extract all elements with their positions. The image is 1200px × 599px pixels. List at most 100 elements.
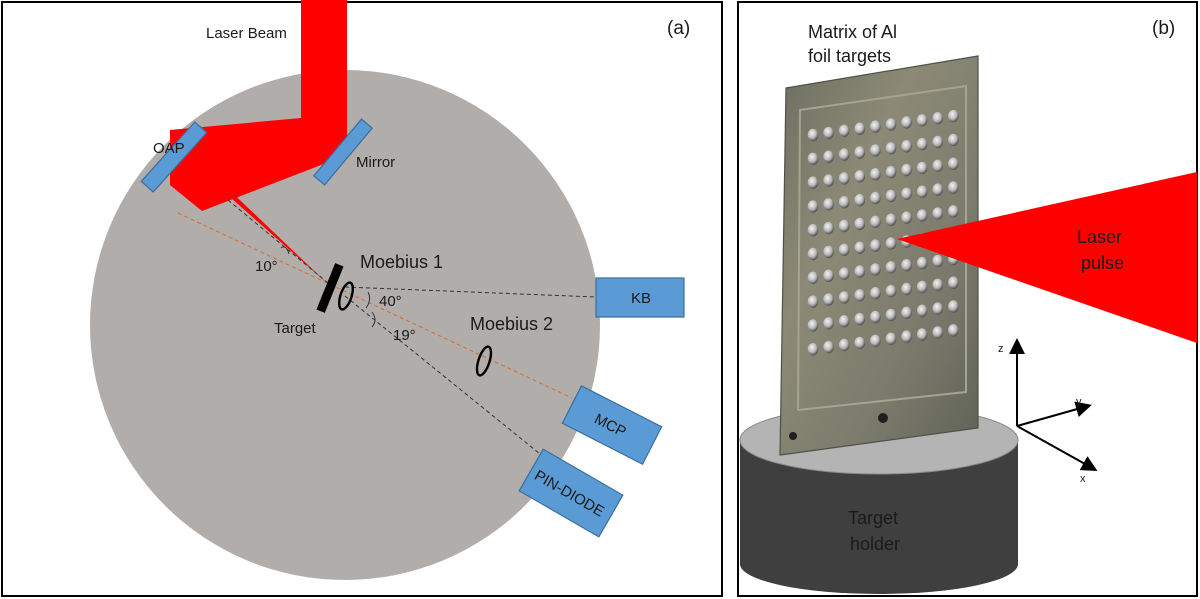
laser-pulse-line1: Laser (1077, 227, 1122, 247)
foil-target-hole (823, 340, 834, 354)
foil-target-hole (901, 116, 912, 129)
foil-target-hole (932, 159, 944, 172)
laser-beam-in (170, 0, 347, 211)
foil-target-hole (854, 217, 866, 231)
foil-target-hole (838, 243, 850, 256)
foil-target-hole (885, 142, 897, 155)
plate-mount-hole-2 (789, 432, 797, 440)
foil-target-hole (823, 317, 834, 330)
foil-target-hole (870, 120, 881, 133)
foil-target-hole (885, 237, 897, 250)
laser-focus-cone (176, 140, 328, 284)
moebius-1-ring (338, 281, 354, 311)
panel-b: (b) Matrix of Al foil targets Target hol… (737, 1, 1198, 597)
foil-target-hole (854, 289, 866, 302)
foil-target-hole (807, 128, 819, 142)
mirror-label: Mirror (356, 154, 395, 171)
foil-target-hole (948, 157, 959, 170)
foil-target-hole (885, 213, 897, 226)
foil-target-hole (807, 343, 819, 356)
oap-label: OAP (153, 140, 185, 157)
foil-target-hole (838, 267, 850, 280)
foil-target-hole (838, 196, 850, 209)
foil-target-hole (885, 165, 897, 179)
foil-target-hole (838, 291, 850, 304)
plate-inner-frame (796, 84, 967, 412)
foil-target-hole (932, 207, 944, 220)
foil-target-hole (838, 219, 850, 233)
foil-target-hole (870, 239, 881, 252)
matrix-label-line1: Matrix of Al (808, 22, 897, 42)
kb-label: KB (631, 290, 651, 307)
angle-arc-40 (365, 291, 371, 309)
axis-z-label: z (998, 343, 1004, 355)
foil-target-hole (916, 328, 928, 341)
foil-target-hole (885, 308, 897, 322)
foil-target-hole (885, 332, 897, 345)
foil-target-hole (854, 336, 866, 350)
foil-target-hole (854, 241, 866, 254)
laser-beam-label: Laser Beam (206, 25, 287, 42)
foil-target-hole (885, 118, 897, 131)
foil-target-hole (838, 172, 850, 185)
foil-target-hole (901, 330, 912, 343)
foil-target-hole (948, 181, 959, 194)
foil-target-hole (823, 126, 834, 140)
laser-pulse-line2: pulse (1081, 253, 1124, 273)
dashed-orange-axis (177, 212, 573, 399)
flat-mirror (313, 118, 373, 186)
foil-target-hole (948, 300, 959, 313)
foil-target-hole (823, 174, 834, 187)
foil-target-hole (948, 276, 959, 289)
foil-target-hole (870, 310, 881, 324)
foil-target-hole (870, 144, 881, 157)
dashed-pin-line (344, 295, 546, 459)
foil-target-hole (901, 259, 912, 272)
mcp-detector: MCP (561, 385, 663, 465)
foil-target-hole (870, 191, 881, 205)
holder-label-line1: Target (848, 508, 898, 528)
foil-target-hole (838, 124, 850, 137)
foil-target-hole (916, 185, 928, 198)
foil-target-hole (870, 287, 881, 300)
angle-arc-10 (280, 246, 290, 255)
foil-target-hole (932, 278, 944, 291)
foil-target-hole (823, 198, 834, 211)
axis-x-label: x (1080, 473, 1086, 485)
foil-target-hole (870, 168, 881, 181)
foil-target-hole (807, 319, 819, 332)
foil-target-hole (870, 263, 881, 276)
moebius-2-label: Moebius 2 (470, 314, 553, 334)
foil-target-hole (823, 221, 834, 235)
laser-pulse-cone (897, 172, 1197, 343)
foil-target-hole (901, 140, 912, 153)
dashed-normal-line (227, 199, 329, 284)
matrix-label-line2: foil targets (808, 46, 891, 66)
foil-target-hole (854, 312, 866, 326)
foil-target-hole (916, 256, 928, 270)
foil-target-hole (807, 247, 819, 261)
foil-target-hole (838, 315, 850, 328)
angle-10-label: 10° (255, 258, 278, 275)
moebius-1-label: Moebius 1 (360, 252, 443, 272)
oap-mirror (140, 121, 208, 193)
foil-target-hole (807, 152, 819, 165)
foil-target-hole (916, 209, 928, 222)
foil-target-hole (932, 183, 944, 196)
foil-target-hole (932, 112, 944, 125)
holder-label-line2: holder (850, 534, 900, 554)
foil-target-hole (916, 280, 928, 294)
foil-target-hole (901, 187, 912, 200)
angle-arc-19 (371, 311, 376, 328)
foil-target-hole (854, 170, 866, 183)
panel-a-tag: (a) (667, 18, 690, 39)
foil-target-hole (870, 215, 881, 228)
foil-target-hole (948, 109, 959, 123)
foil-target-hole (932, 135, 944, 149)
panel-a: (a) OAP Mirror Laser Beam 10° 40° 19° Ta… (1, 0, 723, 597)
foil-target-hole (807, 295, 819, 308)
moebius-2-ring (475, 345, 493, 377)
foil-target-hole (823, 269, 834, 282)
foil-target-hole (948, 205, 959, 218)
target-foil (316, 263, 344, 313)
